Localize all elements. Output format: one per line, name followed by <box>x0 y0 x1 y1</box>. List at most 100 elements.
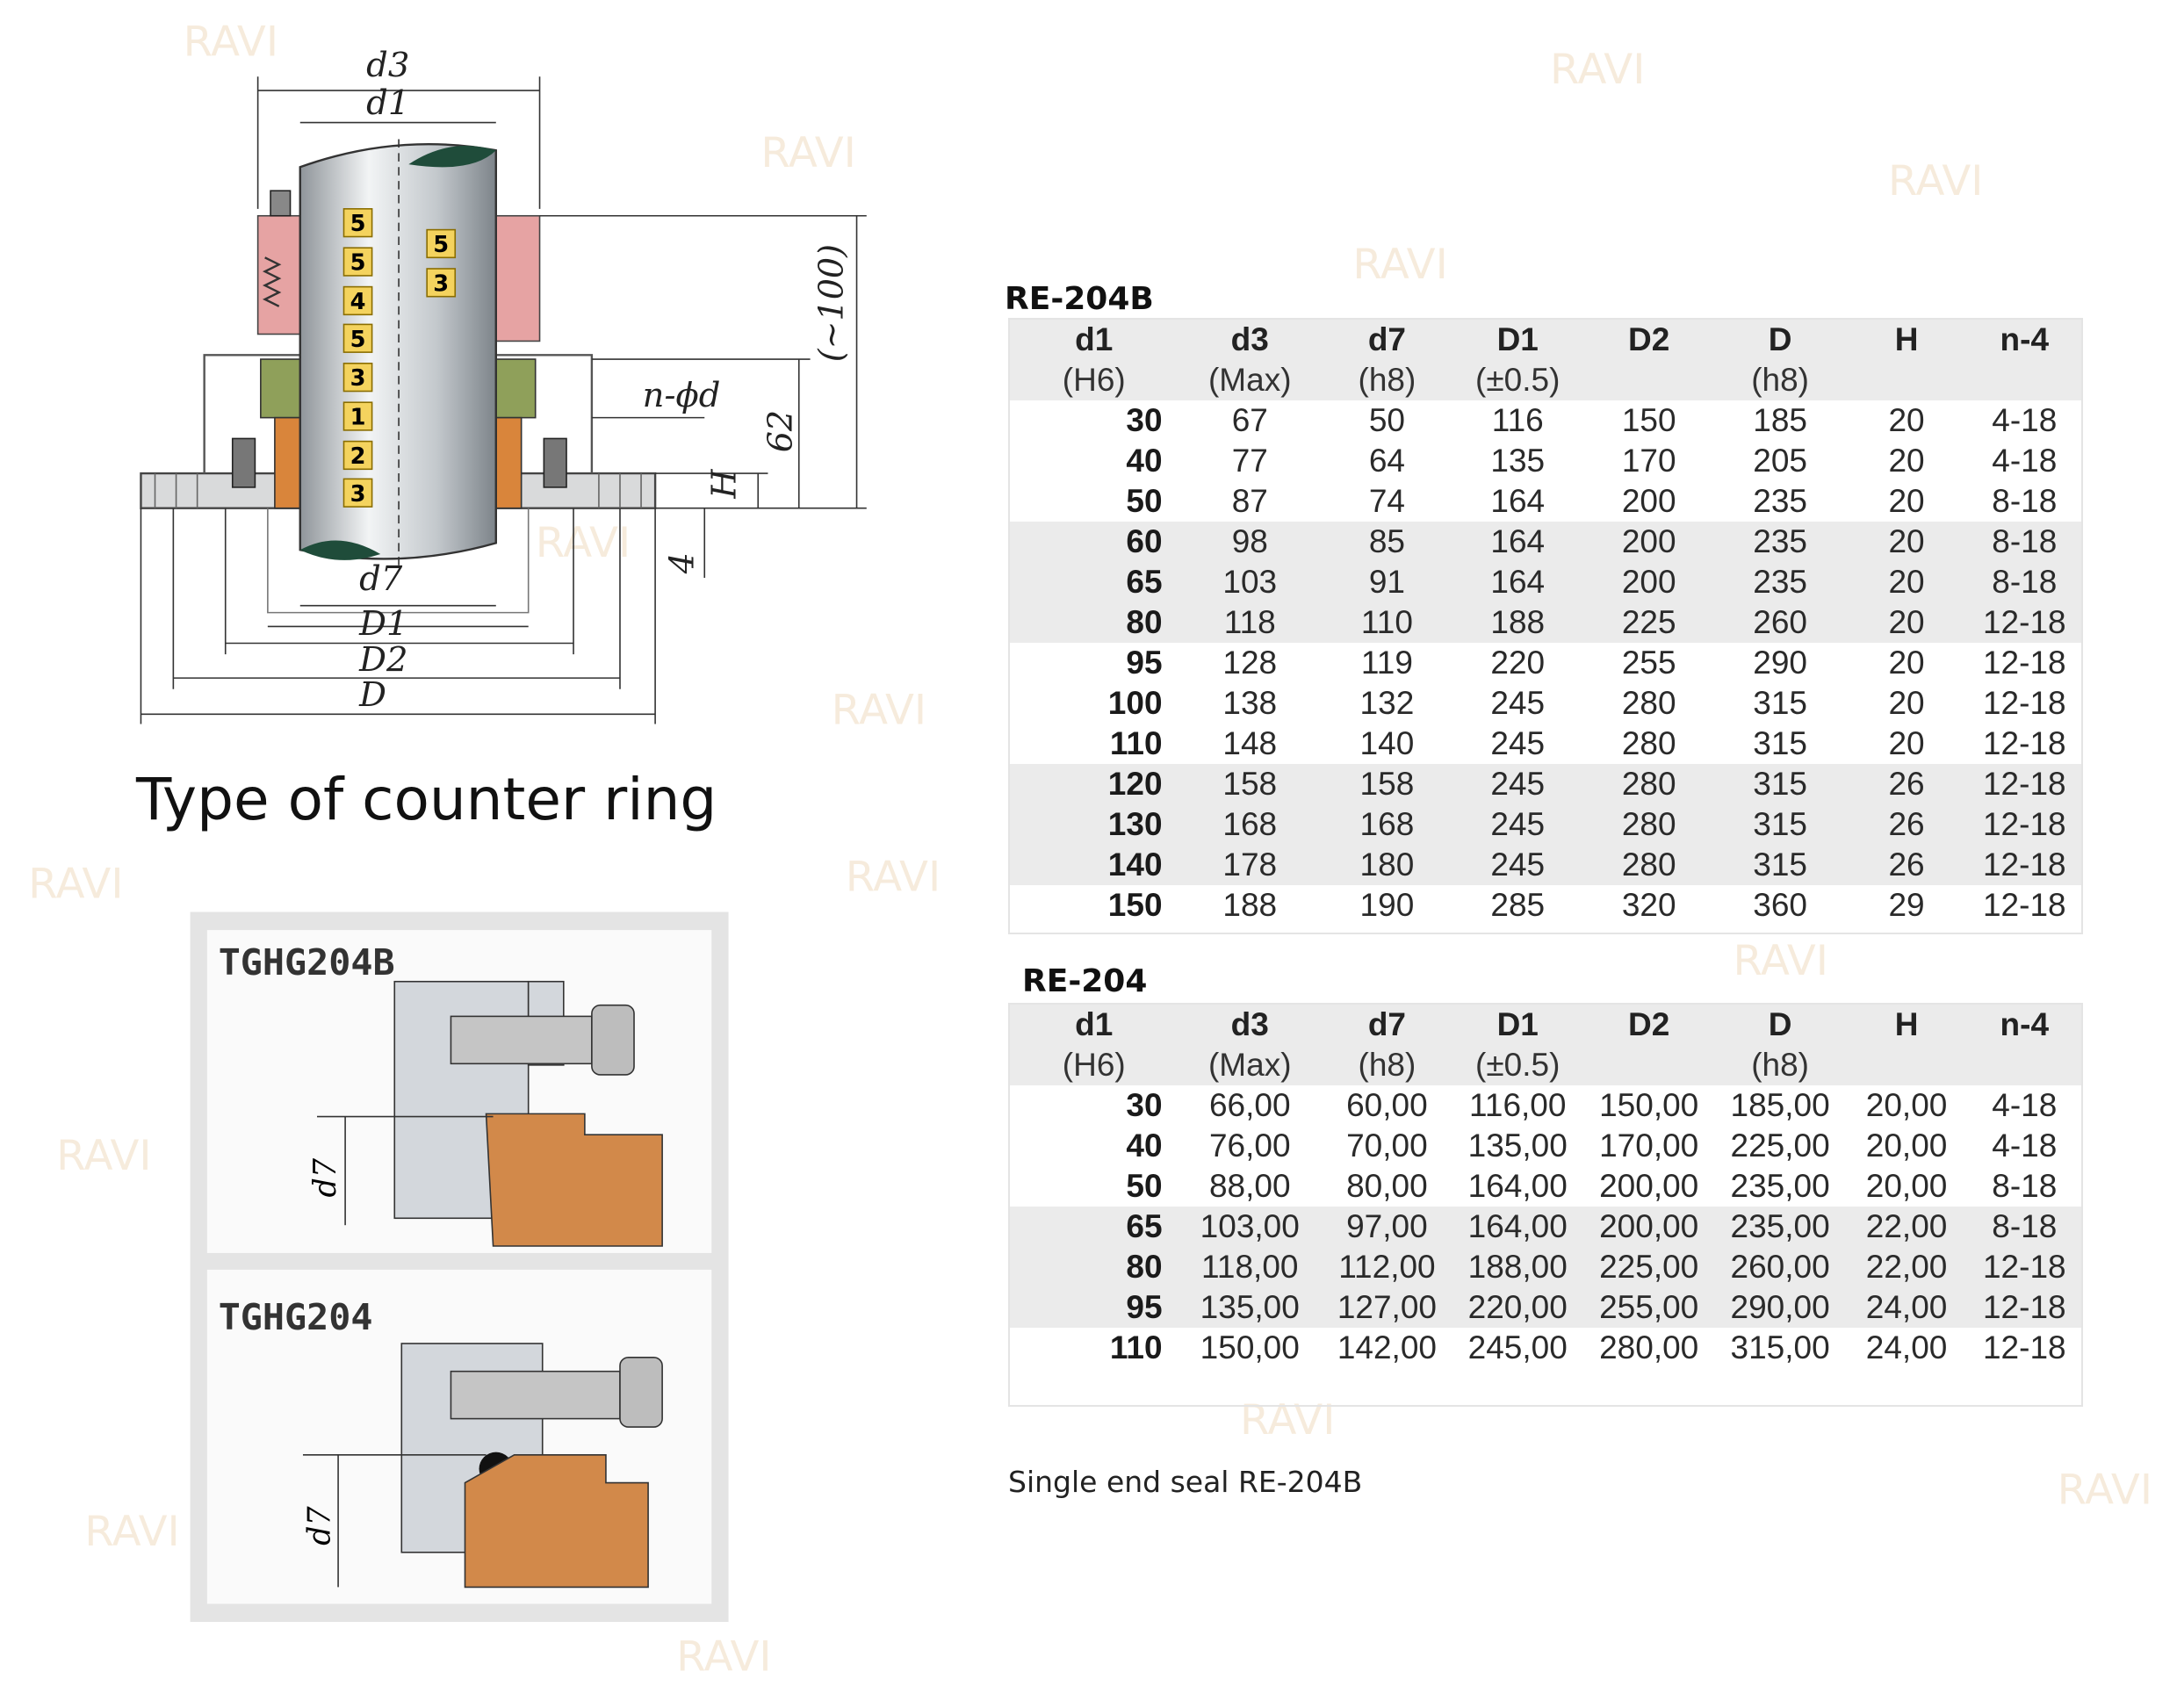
table-cell: 150 <box>1107 887 1163 923</box>
column-header: n-4 <box>1967 320 2081 360</box>
table-cell: 77 <box>1231 443 1268 479</box>
table-cell: 235,00 <box>1714 1207 1846 1247</box>
table-cell: 88,00 <box>1208 1168 1291 1204</box>
table-cell: 8-18 <box>1992 1168 2058 1204</box>
table-cell: 245 <box>1490 725 1546 761</box>
table-cell: 150,00 <box>1200 1329 1300 1365</box>
table-cell: 164,00 <box>1467 1168 1568 1204</box>
dim-approx-100: (~100) <box>811 244 851 362</box>
dim-D2: D2 <box>358 640 407 680</box>
table-cell: 110 <box>1109 1329 1163 1365</box>
table-cell: 168 <box>1178 804 1322 845</box>
table-cell: 315,00 <box>1730 1329 1830 1365</box>
table-cell: 26 <box>1845 804 1968 845</box>
svg-text:RAVI: RAVI <box>56 1132 151 1180</box>
column-subheader: (±0.5) <box>1452 1045 1583 1085</box>
table-cell: 30 <box>1126 402 1163 438</box>
table-cell: 4-18 <box>1992 1087 2058 1123</box>
table-cell: 20,00 <box>1865 1087 1948 1123</box>
dim-d7: d7 <box>359 559 403 599</box>
svg-text:RAVI: RAVI <box>760 130 855 178</box>
column-header: D <box>1714 320 1846 360</box>
table-cell: 138 <box>1222 685 1278 721</box>
table-cell: 26 <box>1845 764 1968 804</box>
table-cell: 225,00 <box>1730 1128 1830 1164</box>
table-cell: 29 <box>1888 887 1925 923</box>
table-cell: 200 <box>1582 562 1715 602</box>
ring-label: TGHG204B <box>219 941 395 984</box>
svg-text:RAVI: RAVI <box>1352 241 1447 289</box>
tag-label: 3 <box>350 365 366 392</box>
table-cell: 60,00 <box>1346 1087 1428 1123</box>
table-cell: 170,00 <box>1599 1128 1699 1164</box>
table-cell: 20 <box>1888 725 1925 761</box>
table-cell: 110 <box>1322 602 1452 643</box>
table-cell: 24,00 <box>1865 1329 1948 1365</box>
column-header: D <box>1714 1005 1846 1045</box>
table-cell: 116,00 <box>1469 1087 1567 1123</box>
table-cell: 76,00 <box>1208 1128 1291 1164</box>
table-cell: 128 <box>1222 645 1278 681</box>
table-cell: 95 <box>1010 1287 1178 1328</box>
table-cell: 80 <box>1010 1247 1178 1287</box>
subheader-row: (H6)(Max)(h8)(±0.5)(h8) <box>1010 1045 2081 1085</box>
table-cell: 26 <box>1845 845 1968 885</box>
table-cell: 320 <box>1621 887 1676 923</box>
table-cell: 20 <box>1845 562 1968 602</box>
table-cell: 12-18 <box>1982 685 2066 721</box>
svg-text:RAVI: RAVI <box>1888 157 1983 205</box>
column-header: D2 <box>1582 320 1715 360</box>
table-cell: 245,00 <box>1467 1329 1568 1365</box>
table-cell: 245 <box>1452 804 1583 845</box>
tag-label: 2 <box>350 443 366 470</box>
column-subheader: (h8) <box>1322 360 1452 400</box>
table-cell: 12-18 <box>1967 1247 2081 1287</box>
table-cell: 140 <box>1359 725 1415 761</box>
table-cell: 280 <box>1582 804 1715 845</box>
table-cell: 22,00 <box>1845 1247 1968 1287</box>
tag-label: 5 <box>350 327 366 353</box>
table-cell: 12-18 <box>1967 804 2081 845</box>
table-cell: 103,00 <box>1178 1207 1322 1247</box>
table-cell: 4-18 <box>1992 443 2058 479</box>
table-cell: 260 <box>1714 602 1846 643</box>
table-cell: 50 <box>1126 1168 1163 1204</box>
table-cell: 140 <box>1010 845 1178 885</box>
table-cell: 20,00 <box>1865 1168 1948 1204</box>
table-cell: 164 <box>1452 562 1583 602</box>
table-cell: 200,00 <box>1582 1207 1715 1247</box>
table-cell: 200,00 <box>1599 1168 1699 1204</box>
table-cell: 100 <box>1107 685 1163 721</box>
table-cell: 185,00 <box>1730 1087 1830 1123</box>
dim-D1: D1 <box>358 604 407 644</box>
table-cell: 12-18 <box>1967 1287 2081 1328</box>
table-cell: 235 <box>1714 562 1846 602</box>
table-cell: 97,00 <box>1322 1207 1452 1247</box>
svg-text:RAVI: RAVI <box>184 18 278 67</box>
table-cell: 150 <box>1621 402 1676 438</box>
column-header: H <box>1845 1005 1968 1045</box>
table-cell: 220,00 <box>1452 1287 1583 1328</box>
table-cell: 118,00 <box>1178 1247 1322 1287</box>
table-cell: 280,00 <box>1599 1329 1699 1365</box>
table-cell: 30 <box>1126 1087 1163 1123</box>
table-cell: 150,00 <box>1599 1087 1699 1123</box>
column-subheader: (±0.5) <box>1452 360 1583 400</box>
table-cell: 12-18 <box>1967 845 2081 885</box>
column-header: d3 <box>1178 320 1322 360</box>
table-cell: 127,00 <box>1322 1287 1452 1328</box>
dim-4: 4 <box>662 552 702 574</box>
table-cell: 164,00 <box>1452 1207 1583 1247</box>
svg-text:RAVI: RAVI <box>28 861 123 909</box>
svg-text:RAVI: RAVI <box>832 687 926 735</box>
